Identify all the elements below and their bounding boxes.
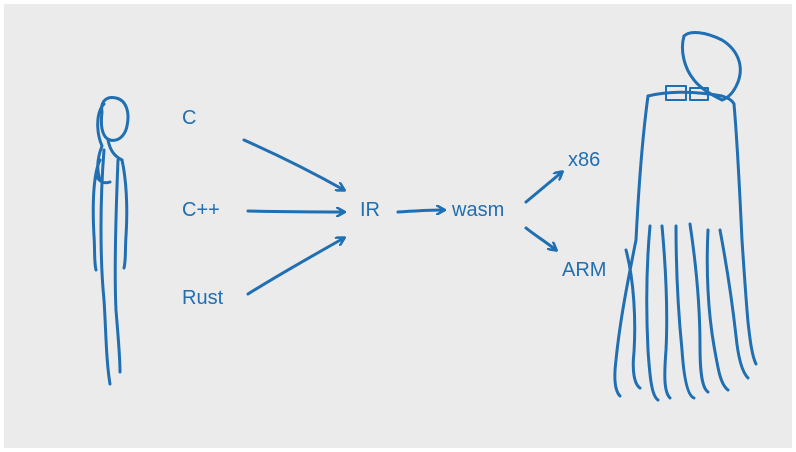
tentacle-2-inner	[660, 224, 672, 400]
figure-left-leg	[99, 148, 112, 386]
wasm-label: wasm	[452, 199, 505, 221]
machine-lid	[682, 31, 742, 102]
figure-left-arm	[91, 158, 102, 272]
tentacle-1-inner	[624, 248, 642, 390]
target-label-x86: x86	[568, 149, 601, 171]
tentacle-4	[705, 228, 730, 392]
arrow-c-to-ir	[242, 138, 344, 190]
source-label-rust: Rust	[182, 287, 224, 309]
tentacle-4-inner	[718, 228, 750, 380]
source-label-cpp: C++	[182, 199, 220, 221]
tentacle-3-inner	[688, 222, 710, 394]
target-label-arm: ARM	[562, 259, 607, 281]
tentacle-5	[740, 238, 758, 366]
machine-lid-rim	[680, 34, 724, 102]
machine-body-left	[634, 94, 650, 242]
ir-label: IR	[360, 199, 380, 221]
machine-body-right	[732, 102, 744, 242]
figure-head	[99, 96, 130, 142]
machine-chip-right	[689, 87, 709, 101]
source-label-c: C	[182, 107, 197, 129]
machine-chip-left	[665, 85, 687, 101]
arrow-rust-to-ir	[246, 238, 344, 296]
figure-neck	[106, 138, 124, 162]
tentacle-2	[645, 224, 660, 402]
figure-scarf	[94, 174, 112, 185]
arrow-wasm-to-x86	[524, 172, 562, 204]
machine-top-rim	[646, 90, 736, 106]
figure-right-leg	[113, 158, 122, 374]
arrow-ir-to-wasm	[396, 210, 444, 212]
figure-right-arm	[120, 158, 129, 270]
arrow-cpp-to-ir	[246, 211, 344, 212]
arrow-wasm-to-arm	[524, 226, 556, 250]
machine-figure	[613, 31, 758, 402]
tentacle-3	[674, 224, 696, 400]
developer-figure	[91, 96, 130, 386]
